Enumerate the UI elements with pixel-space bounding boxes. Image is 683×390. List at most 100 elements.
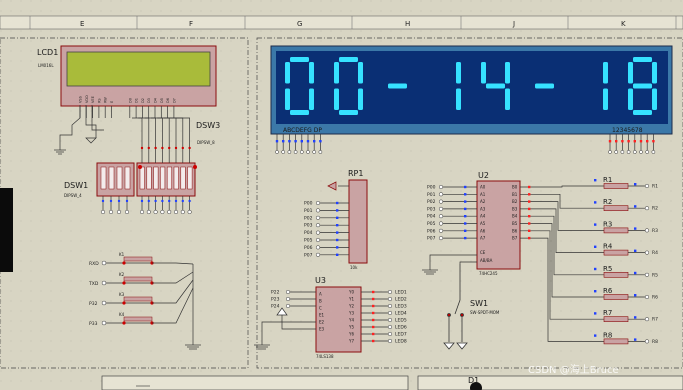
u3-part: 74LS138	[316, 354, 334, 359]
buffer-ic-u2[interactable]	[476, 180, 521, 270]
display-terminal	[306, 150, 310, 154]
key-net-label: RXD	[89, 261, 99, 267]
u2-pin-name: A2	[480, 199, 486, 204]
key-cap	[123, 256, 153, 262]
dsw3-key	[173, 166, 179, 190]
resistor-ref: R8	[603, 331, 612, 339]
ruler-e: E	[80, 20, 84, 28]
u2-pin-name: B0	[512, 185, 518, 190]
decoder-ic-u3[interactable]	[315, 286, 362, 353]
display-segment	[652, 62, 657, 84]
resistor-marker	[634, 205, 637, 208]
display-pin-marker	[300, 140, 303, 143]
u3-terminal	[387, 289, 393, 295]
u3-terminal	[387, 310, 393, 316]
u2-pin-name: B2	[512, 199, 518, 204]
rp1-terminal	[315, 200, 321, 206]
display-pin-marker	[319, 140, 322, 143]
u2-output-wire	[520, 193, 604, 209]
u2-pin-name: B5	[512, 221, 518, 226]
display-pin-marker	[608, 140, 612, 143]
u3-net-label: P23	[271, 297, 280, 303]
seven-segment-display[interactable]	[270, 45, 673, 135]
display-segment	[481, 62, 486, 84]
u2-output-wire	[520, 201, 604, 231]
dip-terminal	[146, 209, 151, 215]
lcd-pin-label: RS	[97, 98, 101, 103]
resistor-net-label: R3	[652, 228, 658, 234]
rp1-pin-marker	[336, 246, 339, 249]
display-terminal	[651, 150, 656, 154]
u2-pin-marker	[464, 207, 467, 211]
resistor-body	[603, 183, 629, 189]
u2-net-label: P05	[427, 221, 436, 227]
display-segment	[628, 88, 633, 110]
u2-net-label: P07	[427, 236, 436, 242]
u3-net-label: LED1	[395, 290, 407, 296]
u2-terminal	[438, 221, 444, 226]
display-segment	[456, 62, 461, 84]
u3-pin-name: Y1	[348, 297, 354, 302]
u3-pin-marker	[372, 297, 375, 301]
resistor-marker	[594, 179, 597, 182]
u2-out-marker	[528, 236, 531, 240]
key-pin-dot	[122, 301, 126, 305]
lcd-pin-label: D6	[166, 98, 170, 103]
lcd-ground-wiring	[54, 105, 104, 155]
dip-pin-marker	[188, 199, 191, 203]
dsw3-key	[153, 166, 159, 190]
u3-net-label: LED4	[395, 311, 407, 317]
junction-dot	[138, 165, 142, 169]
u2-ref: U2	[478, 171, 489, 180]
u2-pin-marker	[464, 200, 467, 203]
dip-switch-dsw1[interactable]	[96, 162, 135, 197]
u3-pin-name: A	[319, 292, 322, 297]
display-terminal	[299, 150, 304, 154]
resistor-body	[603, 294, 629, 300]
resistor-pack-rp1[interactable]	[348, 179, 368, 264]
dip-terminal	[160, 209, 165, 215]
display-segment	[633, 110, 652, 115]
dip-switch-dsw3[interactable]	[136, 162, 196, 197]
u2-pin-marker	[464, 193, 467, 196]
u3-pin-name: Y0	[348, 290, 354, 295]
lcd-pin-label: D1	[135, 98, 139, 103]
resistor-marker	[634, 294, 637, 297]
display-pin-marker	[288, 140, 291, 143]
rp1-terminal	[315, 223, 321, 228]
ruler-g: G	[297, 20, 302, 28]
u2-terminal	[438, 192, 444, 197]
u3-pin-name: Y5	[348, 325, 354, 330]
key-pin-dot	[122, 281, 126, 285]
u2-net-label: P01	[427, 192, 436, 198]
rp1-terminal	[315, 230, 321, 235]
display-terminal	[275, 150, 279, 154]
display-segment	[628, 62, 633, 84]
display-terminal	[632, 150, 637, 154]
dsw1-key	[100, 166, 107, 190]
display-pin-marker	[621, 140, 624, 143]
u3-terminal	[387, 296, 393, 302]
junction-dot	[147, 146, 150, 150]
lcd-pin-label: VSS	[79, 95, 83, 103]
switch-sw1[interactable]	[443, 264, 468, 350]
u2-output-wire	[520, 223, 604, 298]
dsw3-key	[187, 166, 193, 190]
u2-terminal	[438, 236, 444, 241]
sw1-ref: SW1	[470, 299, 488, 308]
display-terminal	[293, 150, 298, 154]
rp1-terminal	[315, 237, 321, 243]
resistor-body	[603, 205, 629, 211]
display-segment	[633, 57, 652, 62]
u3-pin-name: Y7	[348, 339, 354, 344]
resistor-net-label: R5	[652, 272, 658, 278]
u2-out-marker	[528, 222, 531, 225]
dip-pin-marker	[117, 199, 121, 203]
d1-ref: D1	[468, 376, 479, 385]
display-terminal	[608, 150, 612, 154]
key-pin-dot	[122, 261, 126, 265]
junction-dot	[193, 165, 197, 169]
resistor-net-label: R8	[652, 339, 658, 345]
